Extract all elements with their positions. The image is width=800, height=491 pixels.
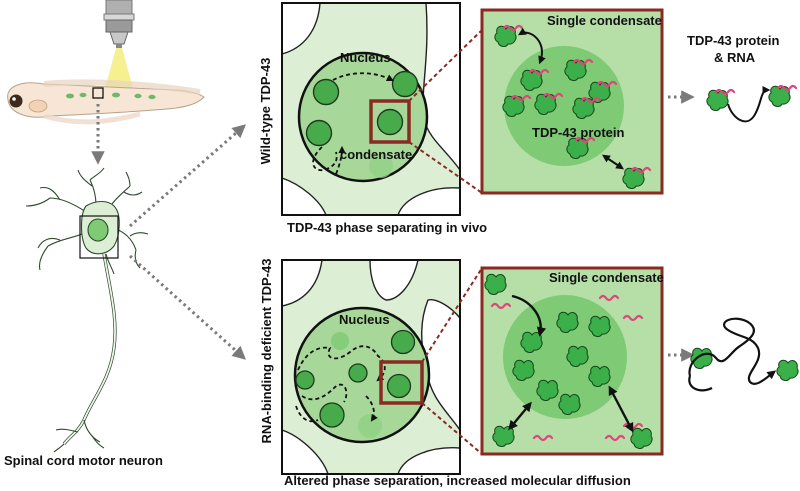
wildtype-label: Wild-type TDP-43: [258, 57, 273, 165]
neuron-label: Spinal cord motor neuron: [4, 453, 163, 468]
condensate-label: condensate: [340, 147, 413, 162]
free-protein-rna-wt: [707, 86, 796, 123]
nucleus-label-bottom: Nucleus: [339, 312, 390, 327]
mutant-label: RNA-binding deficient TDP-43: [259, 258, 274, 444]
zebrafish-larva-icon: [7, 79, 205, 125]
mut-zoom-box: [379, 360, 424, 405]
wildtype-zoom-panel: [480, 8, 664, 195]
protein-inside-label: TDP-43 protein: [532, 125, 625, 140]
mutant-caption: Altered phase separation, increased mole…: [284, 473, 631, 488]
protein-rna-label-line1: TDP-43 protein: [687, 33, 780, 48]
single-condensate-label-bottom: Single condensate: [549, 270, 664, 285]
wt-zoom-box: [369, 99, 411, 144]
wildtype-caption: TDP-43 phase separating in vivo: [287, 220, 488, 235]
free-protein-mutant: [688, 317, 799, 392]
single-condensate-label-top: Single condensate: [547, 13, 662, 28]
nucleus-label-top: Nucleus: [340, 50, 391, 65]
mutant-zoom-panel: [480, 266, 664, 456]
wildtype-cell-panel: [281, 2, 461, 216]
protein-rna-label-line2: & RNA: [714, 50, 756, 65]
neuron-icon: [25, 167, 149, 453]
neuron-zoom-box: [79, 215, 119, 259]
mutant-cell-panel: [281, 259, 461, 475]
microscope-icon: [103, 0, 135, 92]
